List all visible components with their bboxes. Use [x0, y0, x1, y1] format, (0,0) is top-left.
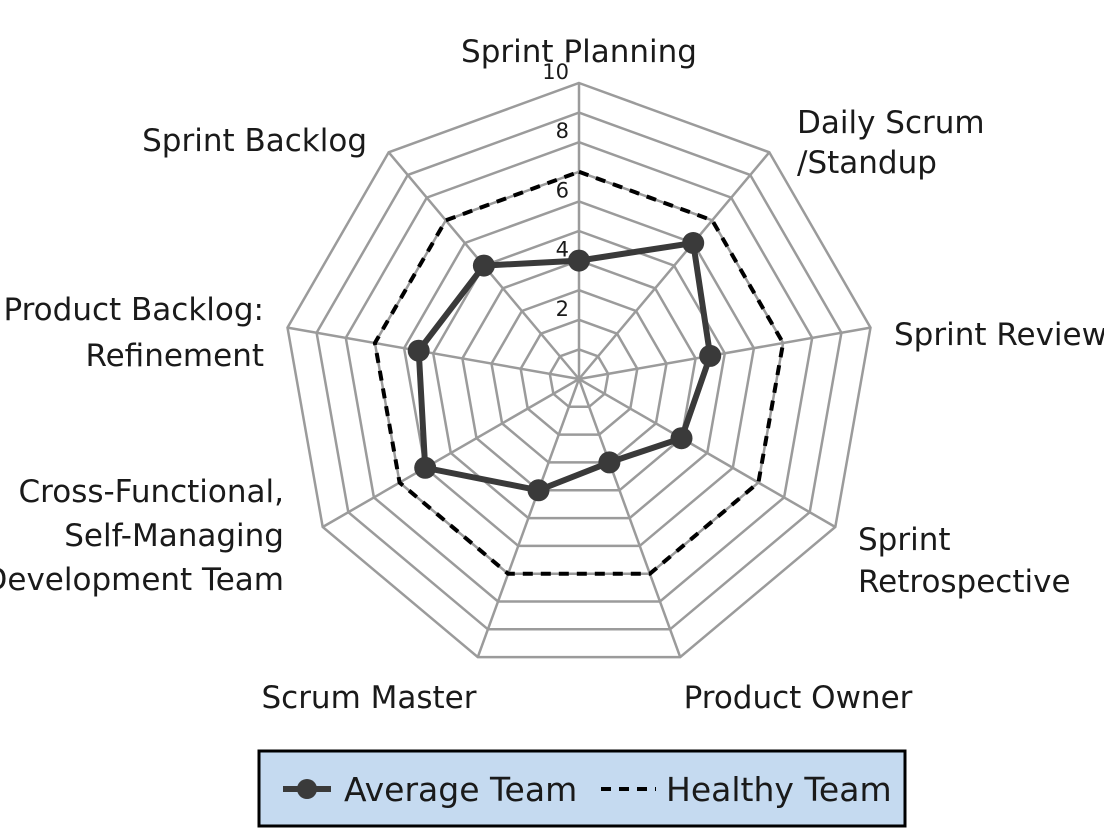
category-label-2-line-0: Sprint Review — [894, 317, 1104, 353]
grid-ring-2 — [519, 318, 639, 436]
spoke-2 — [578, 326, 871, 381]
tick-label-8: 8 — [556, 119, 569, 143]
category-label-6-line-0: Cross-Functional, — [19, 474, 284, 510]
category-label-4-line-0: Product Owner — [684, 680, 913, 716]
grid-ring-6 — [402, 200, 756, 548]
tick-label-4: 4 — [556, 238, 569, 262]
spoke-5 — [476, 378, 581, 658]
category-label-5-line-0: Scrum Master — [261, 680, 476, 716]
legend-box — [257, 749, 907, 828]
category-label-7: Product Backlog: Refinement — [3, 292, 264, 374]
category-label-0-line-0: Sprint Planning — [461, 34, 697, 70]
category-label-3-line-0: Sprint — [858, 522, 951, 558]
legend-average-label: Average Team — [344, 770, 577, 809]
category-label-1-line-1: /Standup — [797, 145, 937, 181]
series-layer — [372, 169, 786, 576]
category-label-8: Sprint Backlog — [142, 123, 367, 159]
grid-ring-1 — [548, 348, 610, 409]
legend-healthy-label: Healthy Team — [666, 770, 892, 809]
grid-ring-5 — [431, 229, 727, 520]
series-0-point-4 — [598, 451, 621, 474]
category-label-1: Daily Scrum/Standup — [797, 105, 985, 181]
legend: Average Team Healthy Team — [257, 749, 907, 828]
category-label-6-line-1: Self-Managing — [64, 518, 284, 554]
series-0-point-2 — [699, 344, 722, 367]
spoke-1 — [578, 151, 771, 380]
legend-average-marker — [297, 779, 317, 799]
series-0-point-5 — [527, 479, 550, 502]
spoke-4 — [577, 378, 682, 658]
radial-tick-labels: 2 4 6 8 10 — [542, 60, 569, 321]
category-label-1-line-0: Daily Scrum — [797, 105, 985, 141]
series-0-point-0 — [568, 249, 590, 272]
category-label-8-line-0: Sprint Backlog — [142, 123, 367, 159]
series-0-point-6 — [414, 456, 437, 479]
grid-ring-9 — [315, 111, 843, 631]
category-label-4: Product Owner — [684, 680, 913, 716]
series-0-point-7 — [407, 339, 430, 362]
series-0-point-1 — [682, 232, 705, 254]
category-label-7-line-0: Product Backlog: — [3, 292, 264, 328]
grid-ring-8 — [344, 140, 814, 603]
series-0-point-8 — [472, 254, 495, 277]
series-line-1 — [372, 169, 786, 576]
grid-ring-3 — [490, 288, 668, 464]
category-label-2: Sprint Review — [894, 317, 1104, 353]
spoke-6 — [322, 377, 580, 529]
grid-ring-4 — [461, 259, 697, 492]
series-line-0 — [415, 239, 714, 494]
spoke-7 — [287, 326, 580, 381]
grid-ring-10 — [286, 81, 872, 659]
tick-label-2: 2 — [556, 297, 569, 321]
category-label-5: Scrum Master — [261, 680, 476, 716]
category-label-7-line-1: Refinement — [85, 338, 264, 374]
radar-spokes — [287, 83, 871, 658]
series-0-point-3 — [670, 427, 693, 450]
tick-label-6: 6 — [556, 178, 569, 202]
category-label-0: Sprint Planning — [461, 34, 697, 70]
tick-label-10: 10 — [542, 60, 569, 84]
category-label-3-line-1: Retrospective — [858, 564, 1071, 600]
spoke-3 — [578, 377, 836, 529]
category-label-6-line-2: Development Team — [0, 562, 284, 598]
